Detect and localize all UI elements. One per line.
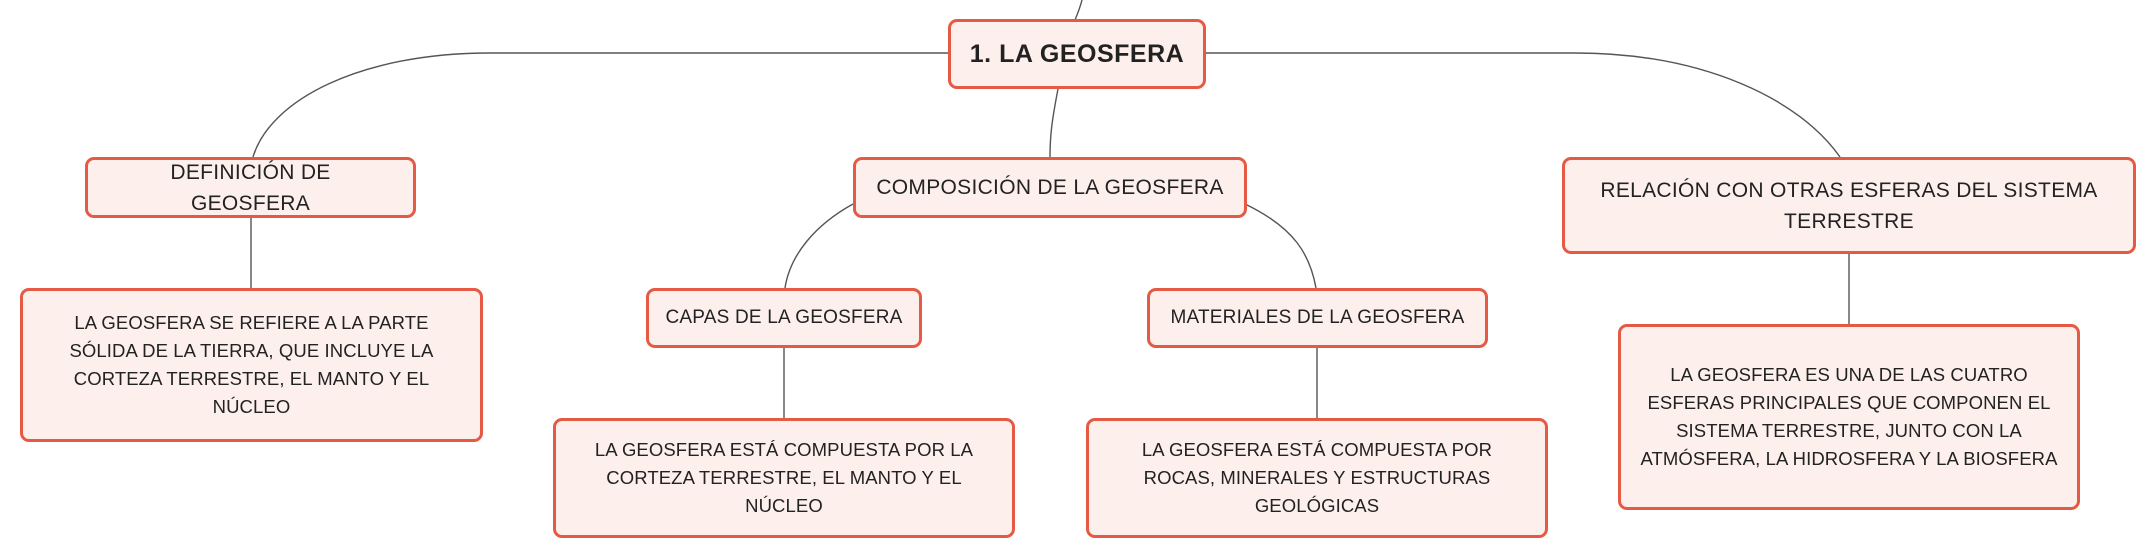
relacion-detail-node[interactable]: LA GEOSFERA ES UNA DE LAS CUATRO ESFERAS… (1618, 324, 2080, 510)
capas-detail-text: LA GEOSFERA ESTÁ COMPUESTA POR LA CORTEZ… (594, 439, 974, 516)
definicion-detail-node[interactable]: LA GEOSFERA SE REFIERE A LA PARTE SÓLIDA… (20, 288, 483, 442)
connector-root-definicion (252, 52, 948, 158)
capas-label: CAPAS DE LA GEOSFERA (665, 307, 903, 328)
composicion-label: COMPOSICIÓN DE LA GEOSFERA (876, 176, 1224, 199)
connector-root-relacion (1206, 52, 1841, 158)
connector-composicion-materiales (1244, 203, 1317, 289)
definicion-label: DEFINICIÓN DE GEOSFERA (170, 160, 331, 215)
connector-composicion-capas (784, 203, 854, 289)
root-label: 1. LA GEOSFERA (969, 39, 1185, 68)
capas-detail-node[interactable]: LA GEOSFERA ESTÁ COMPUESTA POR LA CORTEZ… (553, 418, 1015, 538)
materiales-detail-text: LA GEOSFERA ESTÁ COMPUESTA POR ROCAS, MI… (1141, 439, 1493, 516)
relacion-detail-text: LA GEOSFERA ES UNA DE LAS CUATRO ESFERAS… (1640, 364, 2058, 469)
materiales-detail-node[interactable]: LA GEOSFERA ESTÁ COMPUESTA POR ROCAS, MI… (1086, 418, 1548, 538)
root-node[interactable]: 1. LA GEOSFERA (948, 19, 1206, 89)
relacion-node[interactable]: RELACIÓN CON OTRAS ESFERAS DEL SISTEMA T… (1562, 157, 2136, 254)
materiales-label: MATERIALES DE LA GEOSFERA (1170, 307, 1465, 328)
materiales-node[interactable]: MATERIALES DE LA GEOSFERA (1147, 288, 1488, 348)
definicion-node[interactable]: DEFINICIÓN DE GEOSFERA (85, 157, 416, 218)
definicion-detail-text: LA GEOSFERA SE REFIERE A LA PARTE SÓLIDA… (69, 312, 434, 417)
connector-root-parent (1074, 0, 1083, 21)
composicion-node[interactable]: COMPOSICIÓN DE LA GEOSFERA (853, 157, 1247, 218)
connector-root-composicion (1049, 88, 1059, 158)
relacion-label: RELACIÓN CON OTRAS ESFERAS DEL SISTEMA T… (1600, 178, 2098, 233)
capas-node[interactable]: CAPAS DE LA GEOSFERA (646, 288, 922, 348)
